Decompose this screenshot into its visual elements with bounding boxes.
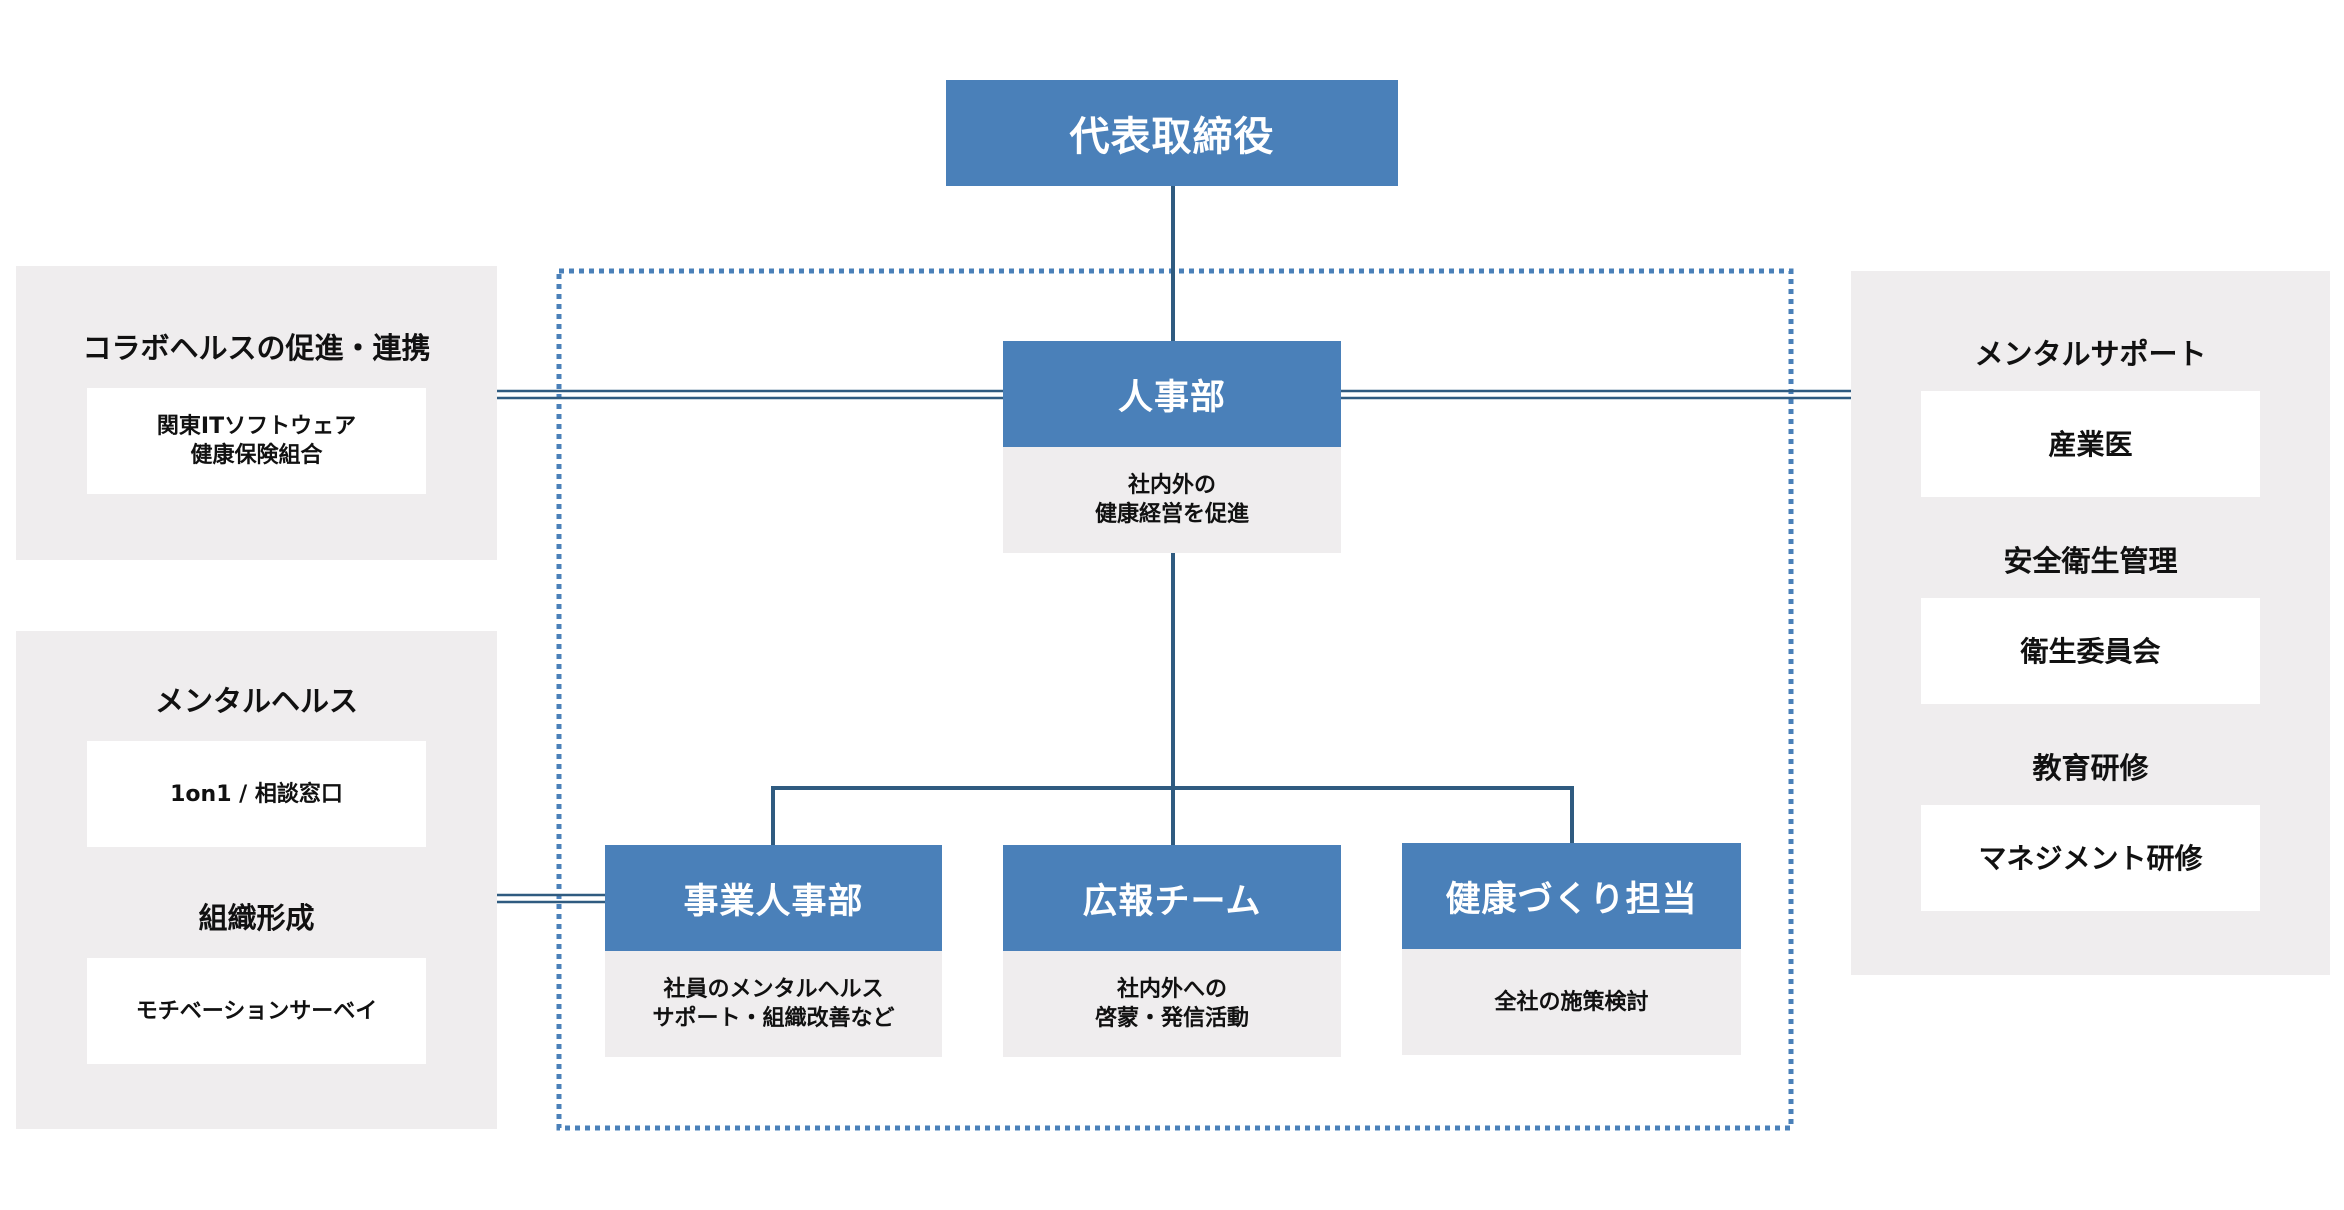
ceo-box: 代表取締役: [946, 80, 1398, 186]
safety-item-label: 衛生委員会: [2020, 634, 2161, 668]
mental-panel: メンタルヘルス 1on1 / 相談窓口 組織形成 モチベーションサーベイ: [16, 631, 497, 1129]
org-item-label: モチベーションサーベイ: [135, 998, 378, 1024]
safety-item-box: 衛生委員会: [1921, 598, 2260, 704]
team-pr-title-box: 広報チーム: [1003, 845, 1341, 951]
right-panel: メンタルサポート 産業医 安全衛生管理 衛生委員会 教育研修 マネジメント研修: [1851, 271, 2330, 975]
mental-support-item-label: 産業医: [2048, 427, 2133, 461]
training-item-box: マネジメント研修: [1921, 805, 2260, 911]
team-business-hr-description-box: 社員のメンタルヘルス サポート・組織改善など: [605, 951, 942, 1057]
collab-panel: コラボヘルスの促進・連携 関東ITソフトウェア 健康保険組合: [16, 266, 497, 560]
team-health-title-box: 健康づくり担当: [1402, 843, 1741, 949]
collab-item-box: 関東ITソフトウェア 健康保険組合: [87, 388, 426, 494]
team-health-title: 健康づくり担当: [1445, 879, 1698, 920]
hr-description-box: 社内外の 健康経営を促進: [1003, 447, 1341, 553]
hr-title-box: 人事部: [1003, 341, 1341, 447]
mental-item-box: 1on1 / 相談窓口: [87, 741, 426, 847]
team-business-hr-title-box: 事業人事部: [605, 845, 942, 951]
collab-item-label: 関東ITソフトウェア 健康保険組合: [156, 414, 357, 468]
training-item-label: マネジメント研修: [1978, 841, 2203, 875]
training-heading: 教育研修: [2032, 751, 2149, 785]
hr-description: 社内外の 健康経営を促進: [1094, 473, 1249, 527]
hr-title: 人事部: [1117, 377, 1226, 418]
team-pr-description: 社内外への 啓蒙・発信活動: [1094, 977, 1249, 1031]
mental-item-label: 1on1 / 相談窓口: [170, 781, 343, 807]
mental-support-heading: メンタルサポート: [1974, 337, 2207, 371]
mental-heading: メンタルヘルス: [154, 684, 358, 718]
team-pr-description-box: 社内外への 啓蒙・発信活動: [1003, 951, 1341, 1057]
mental-support-item-box: 産業医: [1921, 391, 2260, 497]
team-health-description-box: 全社の施策検討: [1402, 949, 1741, 1055]
team-business-hr-description: 社員のメンタルヘルス サポート・組織改善など: [652, 977, 895, 1031]
collab-heading: コラボヘルスの促進・連携: [82, 331, 431, 365]
ceo-label: 代表取締役: [1069, 114, 1275, 160]
org-heading: 組織形成: [198, 901, 315, 935]
org-item-box: モチベーションサーベイ: [87, 958, 426, 1064]
team-health-description: 全社の施策検討: [1494, 989, 1649, 1015]
team-business-hr-title: 事業人事部: [683, 881, 864, 922]
team-pr-title: 広報チーム: [1082, 881, 1262, 922]
dotted-frame: [556, 268, 1794, 1131]
safety-heading: 安全衛生管理: [2003, 544, 2178, 578]
